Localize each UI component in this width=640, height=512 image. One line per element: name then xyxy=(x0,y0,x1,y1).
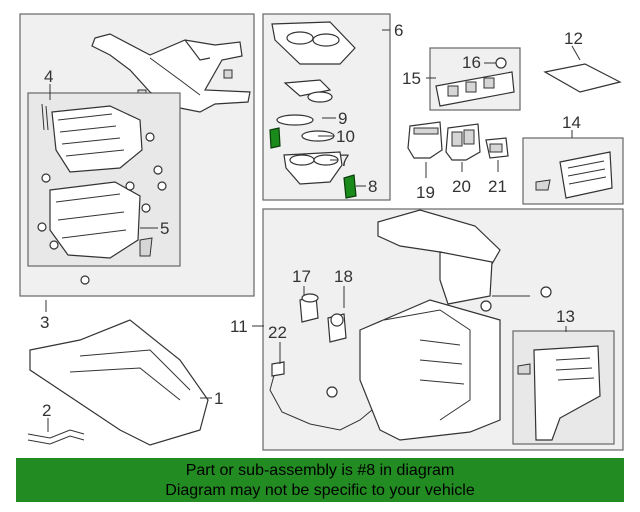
callout-13: 13 xyxy=(556,307,575,326)
group-15-panel xyxy=(429,47,521,111)
part-12 xyxy=(543,63,622,93)
callout-17: 17 xyxy=(292,267,311,286)
group-6-panel xyxy=(262,13,391,201)
callout-4: 4 xyxy=(44,67,53,86)
callout-7: 7 xyxy=(340,151,349,170)
callout-22: 22 xyxy=(268,323,287,342)
group-3-panel xyxy=(19,13,255,297)
callout-3: 3 xyxy=(40,313,49,332)
callout-6: 6 xyxy=(394,21,403,40)
callout-21: 21 xyxy=(488,177,507,196)
info-banner: Part or sub-assembly is #8 in diagram Di… xyxy=(16,458,624,502)
group-14-panel xyxy=(522,137,624,205)
group-11-panel xyxy=(262,208,624,451)
callout-15: 15 xyxy=(402,69,421,88)
callout-11: 11 xyxy=(230,317,248,336)
callout-12: 12 xyxy=(564,29,583,48)
callout-8: 8 xyxy=(368,177,377,196)
callout-5: 5 xyxy=(160,219,169,238)
callout-14: 14 xyxy=(562,113,581,132)
leader-lines xyxy=(45,29,581,432)
callout-9: 9 xyxy=(338,109,347,128)
parts-19-20-21 xyxy=(407,121,509,161)
part-2 xyxy=(27,429,85,445)
banner-line-1: Part or sub-assembly is #8 in diagram xyxy=(185,462,455,479)
group-13-panel xyxy=(512,330,615,445)
callout-18: 18 xyxy=(334,267,353,286)
callout-2: 2 xyxy=(42,401,51,420)
callout-19: 19 xyxy=(416,183,435,202)
callout-10: 10 xyxy=(336,127,355,146)
console-part-1 xyxy=(29,319,212,446)
callout-16: 16 xyxy=(462,53,481,72)
banner-line-2: Diagram may not be specific to your vehi… xyxy=(165,482,475,499)
highlighted-part-8-alt xyxy=(269,127,281,149)
callout-20: 20 xyxy=(452,177,471,196)
callout-1: 1 xyxy=(214,389,223,408)
callout-labels: 1 2 3 4 5 6 7 8 9 10 11 12 13 14 15 16 1… xyxy=(40,21,583,420)
highlighted-part-8 xyxy=(343,174,357,199)
